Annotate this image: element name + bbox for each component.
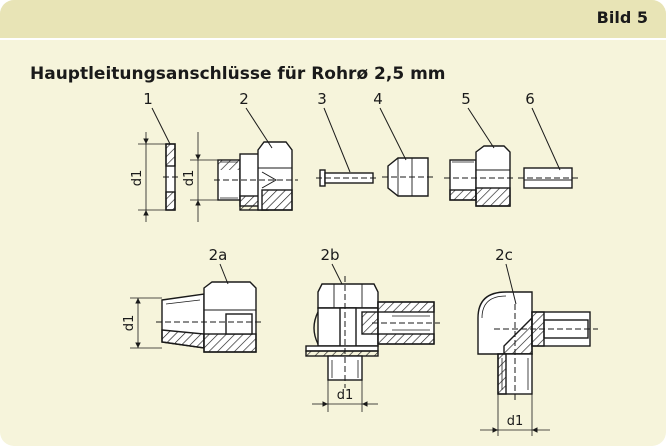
part-2-union-body (190, 107, 298, 222)
part-2a-straight-connector (130, 263, 262, 353)
header-band (0, 0, 666, 38)
part-2b-swivel-connector (305, 263, 440, 412)
label-part-2c: 2c (495, 246, 513, 264)
label-part-6: 6 (525, 90, 535, 108)
part-1-washer (138, 107, 178, 222)
part-3-tube-insert (316, 107, 378, 187)
dim-label-part-1: d1 (130, 170, 145, 187)
figure-title: Hauptleitungsanschlüsse für Rohrø 2,5 mm (30, 64, 446, 84)
figure-label: Bild 5 (596, 8, 648, 27)
part-5-nut (444, 107, 516, 207)
dim-label-part-2b: d1 (337, 388, 354, 403)
label-part-2a: 2a (209, 246, 228, 264)
label-part-1: 1 (143, 90, 153, 108)
dim-label-part-2: d1 (182, 170, 197, 187)
label-part-4: 4 (373, 90, 383, 108)
dim-label-part-2c: d1 (507, 414, 524, 429)
label-part-3: 3 (317, 90, 327, 108)
dim-label-part-2a: d1 (122, 315, 137, 332)
part-2c-elbow-connector (477, 263, 598, 436)
part-6-tube (518, 107, 578, 189)
part-4-cutting-ring (379, 107, 434, 197)
label-part-2: 2 (239, 90, 249, 108)
label-part-5: 5 (461, 90, 471, 108)
header-divider (0, 38, 666, 40)
label-part-2b: 2b (320, 246, 339, 264)
